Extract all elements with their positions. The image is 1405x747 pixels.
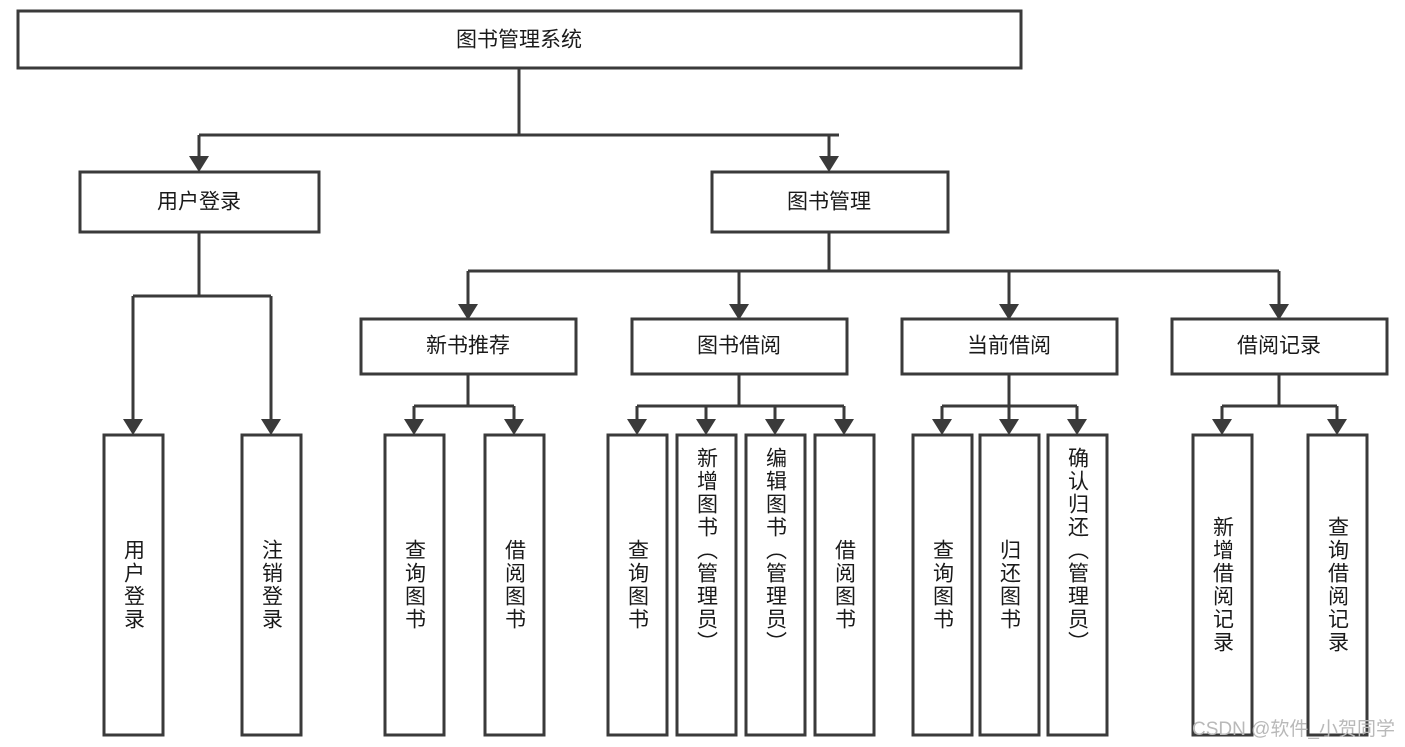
node-book-borrow[interactable]: 图书借阅 [630, 317, 849, 376]
connector-currentborrow-to-leaves [932, 374, 1087, 435]
node-borrow-record[interactable]: 借阅记录 [1170, 317, 1389, 376]
node-leaf-user-login[interactable]: 用户登录 [102, 433, 165, 737]
node-leaf-borrow-book-1-label: 借阅图书 [503, 539, 527, 631]
node-leaf-query-book-2-box[interactable] [606, 433, 669, 737]
node-current-borrow-label: 当前借阅 [967, 335, 1051, 358]
node-book-manage[interactable]: 图书管理 [710, 170, 950, 234]
node-leaf-user-login-label: 用户登录 [122, 539, 146, 631]
node-root[interactable]: 图书管理系统 [16, 9, 1023, 70]
node-current-borrow[interactable]: 当前借阅 [900, 317, 1119, 376]
connector-userlogin-to-leaves [123, 232, 281, 435]
node-leaf-query-book-3-label: 查询图书 [931, 539, 955, 631]
node-leaf-add-record-label: 新增借阅记录 [1211, 516, 1235, 654]
connector-root-to-level2 [189, 68, 839, 172]
node-leaf-add-record-box[interactable] [1191, 433, 1254, 737]
connector-bookborrow-to-leaves [627, 374, 854, 435]
node-leaf-edit-book-label: 编辑图书（管理员） [764, 447, 788, 654]
node-leaf-return-book-label: 归还图书 [998, 539, 1022, 631]
node-leaf-confirm-return-box[interactable] [1046, 433, 1109, 737]
node-root-box[interactable] [16, 9, 1023, 70]
node-root-label: 图书管理系统 [456, 29, 582, 52]
node-user-login-label: 用户登录 [157, 191, 241, 214]
node-leaf-return-book[interactable]: 归还图书 [978, 433, 1041, 737]
node-leaf-add-record[interactable]: 新增借阅记录 [1191, 433, 1254, 737]
connector-newbook-to-leaves [404, 374, 524, 435]
node-current-borrow-box[interactable] [900, 317, 1119, 376]
node-leaf-logout-box[interactable] [240, 433, 303, 737]
node-leaf-borrow-book-2[interactable]: 借阅图书 [813, 433, 876, 737]
node-leaf-query-book-1-box[interactable] [383, 433, 446, 737]
connector-bookmanage-to-level3 [458, 232, 1289, 320]
node-leaf-edit-book[interactable]: 编辑图书（管理员） [744, 433, 807, 737]
node-user-login[interactable]: 用户登录 [78, 170, 321, 234]
node-new-book-recommend[interactable]: 新书推荐 [359, 317, 578, 376]
node-leaf-query-book-3-box[interactable] [911, 433, 974, 737]
node-new-book-recommend-label: 新书推荐 [426, 335, 510, 358]
node-leaf-query-book-3[interactable]: 查询图书 [911, 433, 974, 737]
node-leaf-borrow-book-2-box[interactable] [813, 433, 876, 737]
node-new-book-recommend-box[interactable] [359, 317, 578, 376]
node-leaf-logout[interactable]: 注销登录 [240, 433, 303, 737]
node-book-borrow-label: 图书借阅 [697, 335, 781, 358]
node-leaf-borrow-book-2-label: 借阅图书 [833, 539, 857, 631]
node-leaf-query-record-label: 查询借阅记录 [1326, 516, 1350, 654]
node-leaf-query-record[interactable]: 查询借阅记录 [1306, 433, 1369, 737]
csdn-watermark: CSDN @软件_小贺同学 [1192, 719, 1395, 740]
node-leaf-borrow-book-1-box[interactable] [483, 433, 546, 737]
node-book-manage-label: 图书管理 [787, 191, 871, 214]
node-book-borrow-box[interactable] [630, 317, 849, 376]
node-leaf-confirm-return[interactable]: 确认归还（管理员） [1046, 433, 1109, 737]
node-borrow-record-box[interactable] [1170, 317, 1389, 376]
node-leaf-query-book-1[interactable]: 查询图书 [383, 433, 446, 737]
node-leaf-query-book-2[interactable]: 查询图书 [606, 433, 669, 737]
node-user-login-box[interactable] [78, 170, 321, 234]
node-leaf-confirm-return-label: 确认归还（管理员） [1066, 447, 1090, 654]
node-leaf-add-book[interactable]: 新增图书（管理员） [675, 433, 738, 737]
node-leaf-return-book-box[interactable] [978, 433, 1041, 737]
connector-borrowrecord-to-leaves [1212, 374, 1347, 435]
node-leaf-add-book-label: 新增图书（管理员） [695, 447, 719, 654]
node-leaf-query-book-2-label: 查询图书 [626, 539, 650, 631]
node-leaf-borrow-book-1[interactable]: 借阅图书 [483, 433, 546, 737]
node-leaf-logout-label: 注销登录 [260, 539, 284, 631]
node-leaf-query-book-1-label: 查询图书 [403, 539, 427, 631]
node-borrow-record-label: 借阅记录 [1237, 335, 1321, 358]
node-book-manage-box[interactable] [710, 170, 950, 234]
node-leaf-query-record-box[interactable] [1306, 433, 1369, 737]
node-leaf-edit-book-box[interactable] [744, 433, 807, 737]
node-leaf-user-login-box[interactable] [102, 433, 165, 737]
node-leaf-add-book-box[interactable] [675, 433, 738, 737]
